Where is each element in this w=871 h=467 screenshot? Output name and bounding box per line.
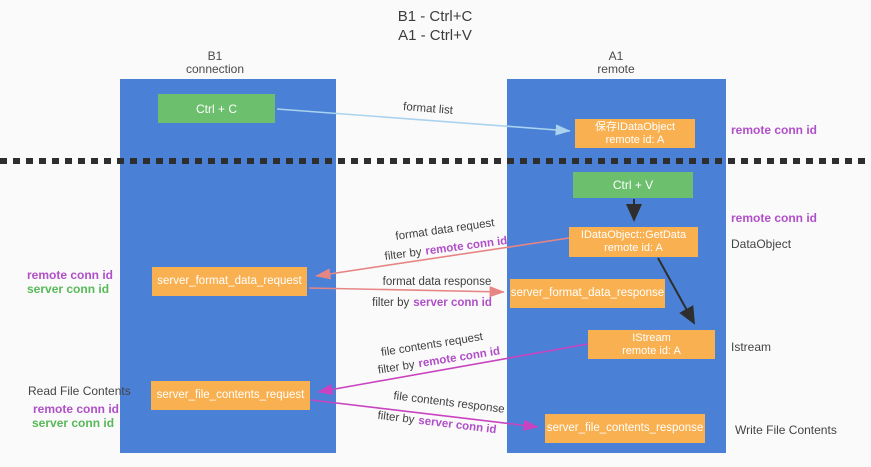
arrow-file-contents-response — [310, 399, 539, 431]
server-format-data-request-box: server_format_data_request — [152, 267, 307, 296]
left-remote-conn-id-label-1: remote conn id — [27, 268, 114, 282]
lane-b1-role: connection — [185, 62, 245, 76]
filter-by-text: filter by — [372, 297, 410, 309]
arrow-format-data-response — [308, 286, 505, 298]
save-dataobject-box: 保存IDataObject remote id: A — [575, 119, 695, 148]
right-remote-conn-id-label-1: remote conn id — [731, 123, 818, 137]
right-remote-conn-id-label-2: remote conn id — [731, 211, 818, 225]
title-line-a1: A1 - Ctrl+V — [398, 27, 472, 44]
getdata-box: IDataObject::GetData remote id: A — [569, 227, 698, 257]
istream-line2: remote id: A — [622, 344, 681, 357]
server-file-contents-response-label: server_file_contents_response — [546, 422, 704, 434]
server-conn-id-text: server conn id — [413, 297, 492, 309]
left-server-conn-id-label-2: server conn id — [32, 416, 115, 430]
ctrl-v-box: Ctrl + V — [573, 172, 693, 198]
istream-side-label: Istream — [731, 340, 772, 354]
left-server-conn-id-label-1: server conn id — [27, 282, 110, 296]
left-remote-conn-id-label-2: remote conn id — [33, 402, 120, 416]
lane-header-b1: B1 connection — [145, 50, 285, 76]
lane-a1-role: remote — [597, 62, 635, 76]
istream-box: IStream remote id: A — [588, 330, 715, 359]
ctrl-c-box: Ctrl + C — [158, 94, 275, 123]
format-data-response-label: format data response — [382, 276, 492, 288]
server-file-contents-request-label: server_file_contents_request — [156, 389, 305, 401]
lane-a1-name: A1 — [608, 49, 624, 63]
server-format-data-response-box: server_format_data_response — [510, 279, 665, 308]
ctrl-c-label: Ctrl + C — [195, 101, 237, 116]
lane-b1-name: B1 — [207, 49, 223, 63]
diagram-title: B1 - Ctrl+C A1 - Ctrl+V — [335, 7, 535, 45]
save-dataobject-line1: 保存IDataObject — [594, 120, 676, 133]
arrow-format-data-request — [315, 237, 570, 280]
getdata-line1: IDataObject::GetData — [580, 229, 687, 241]
server-file-contents-response-box: server_file_contents_response — [545, 414, 705, 443]
ctrl-v-label: Ctrl + V — [612, 178, 654, 192]
write-file-contents-label: Write File Contents — [735, 423, 837, 437]
dataobject-label: DataObject — [731, 237, 792, 251]
arrow-getdata-to-istream — [657, 257, 695, 325]
title-line-b1: B1 - Ctrl+C — [397, 8, 473, 25]
save-dataobject-line2: remote id: A — [605, 133, 665, 146]
lane-header-a1: A1 remote — [546, 50, 686, 76]
server-format-data-request-label: server_format_data_request — [157, 275, 302, 287]
server-format-data-response-label: server_format_data_response — [510, 287, 665, 299]
arrow-file-contents-request — [317, 343, 589, 395]
istream-line1: IStream — [632, 331, 671, 344]
dashed-separator — [0, 158, 871, 164]
server-file-contents-request-box: server_file_contents_request — [151, 381, 310, 410]
read-file-contents-label: Read File Contents — [28, 384, 131, 398]
getdata-line2: remote id: A — [604, 242, 663, 254]
arrow-format-list — [276, 108, 571, 136]
